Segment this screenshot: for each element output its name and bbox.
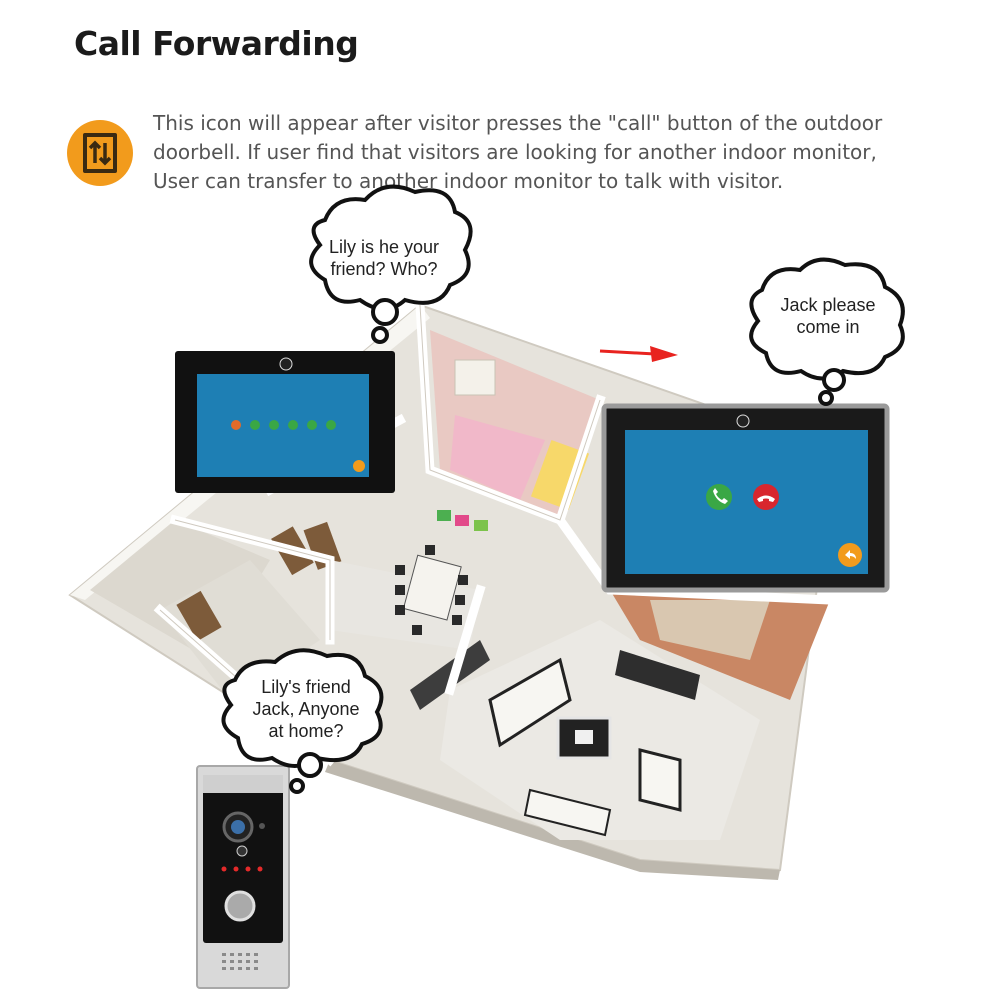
bubble-right-line-2: come in: [796, 317, 860, 337]
thought-bubble-right: [749, 257, 905, 406]
indoor-monitor-left: [175, 351, 395, 493]
bubble-bottom-line-1: Lily's friend: [261, 677, 351, 697]
bubble-bottom-line-2: Jack, Anyone: [252, 699, 360, 719]
thought-bubble-bottom: [221, 648, 384, 794]
indoor-monitor-right: [601, 403, 890, 593]
bubble-bottom-line-3: at home?: [268, 721, 344, 741]
bubble-right-line-1: Jack please: [780, 295, 876, 315]
page-title: Call Forwarding: [74, 24, 359, 63]
bubble-left-line-1: Lily is he your: [328, 237, 440, 257]
description: This icon will appear after visitor pres…: [153, 109, 953, 196]
description-line-1: This icon will appear after visitor pres…: [153, 111, 883, 135]
bubble-right-text: Jack please come in: [765, 294, 891, 338]
description-line-2: doorbell. If user find that visitors are…: [153, 140, 877, 164]
thought-bubble-left: [309, 184, 473, 344]
bubble-left-text: Lily is he your friend? Who?: [318, 236, 450, 280]
outdoor-doorbell: [196, 765, 290, 989]
bubble-bottom-text: Lily's friend Jack, Anyone at home?: [240, 676, 372, 742]
bubble-left-line-2: friend? Who?: [330, 259, 438, 279]
description-line-3: User can transfer to another indoor moni…: [153, 169, 784, 193]
forward-arrow: [599, 346, 678, 362]
call-forward-icon: [67, 120, 133, 186]
